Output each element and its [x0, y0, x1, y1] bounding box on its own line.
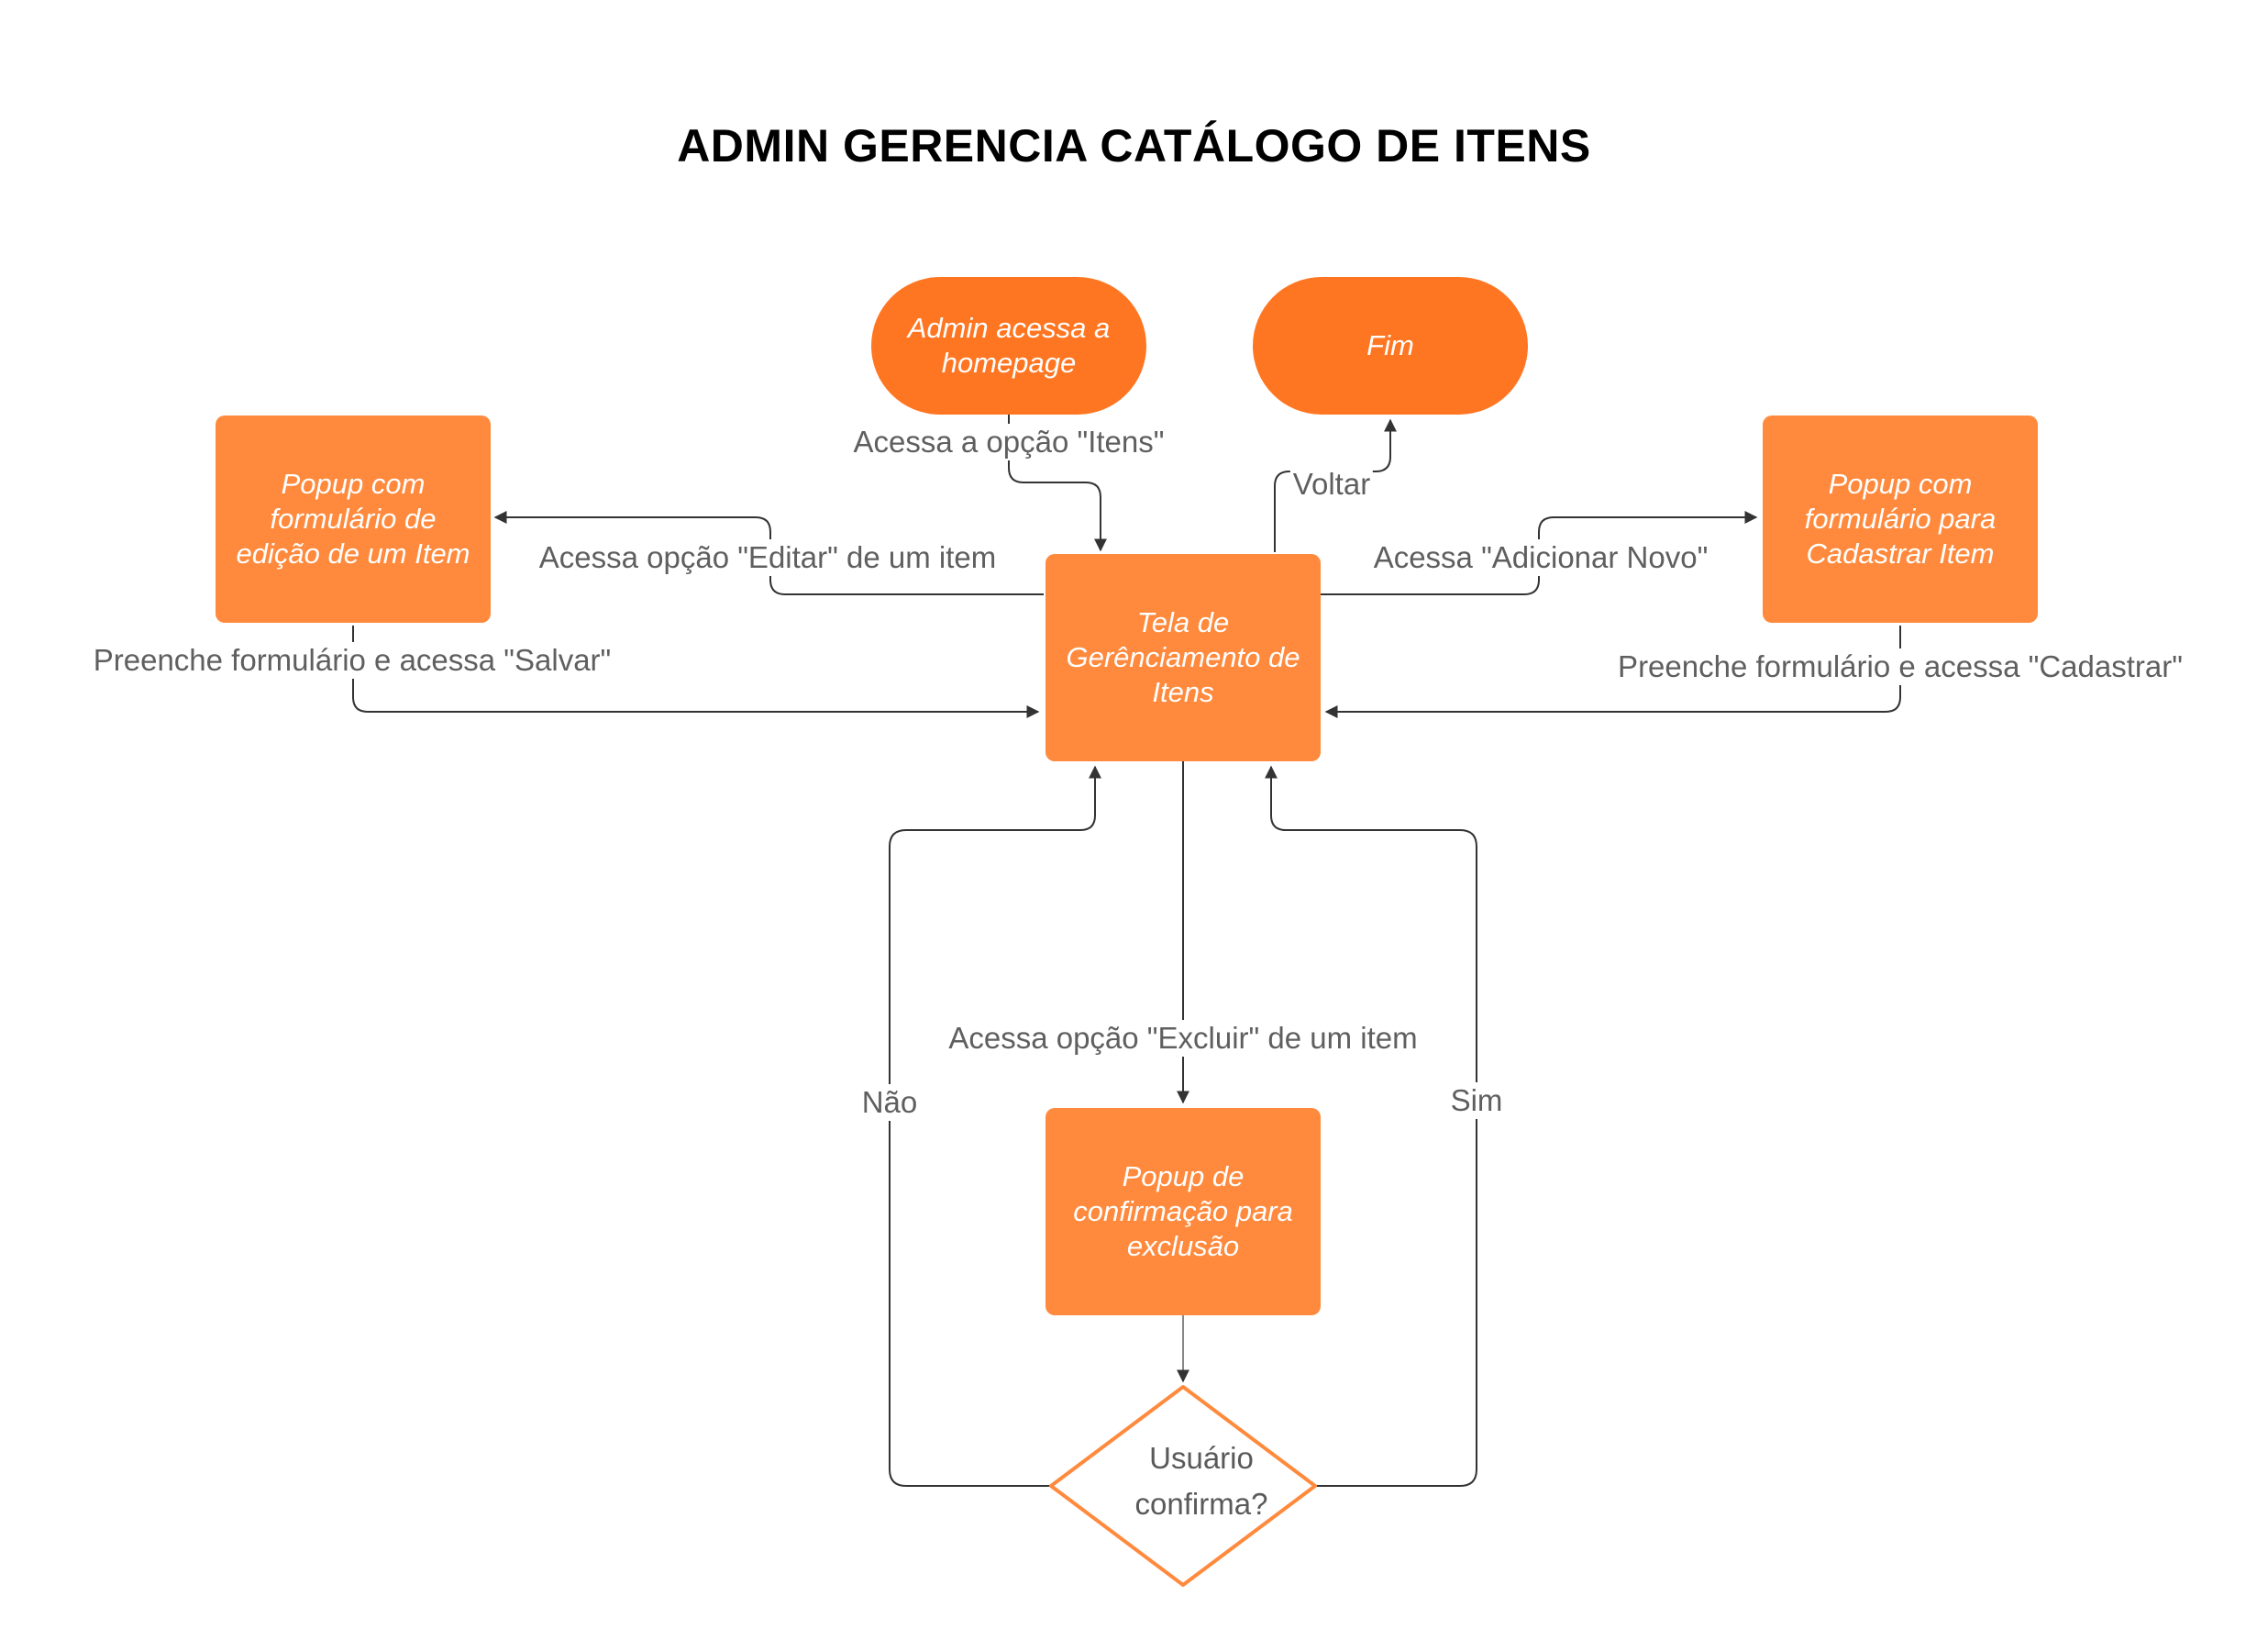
- end-node-label: Fim: [1366, 329, 1414, 361]
- manage-screen-node: Tela de Gerênciamento de Itens: [1045, 554, 1321, 761]
- edge-label-yes: Sim: [1447, 1082, 1506, 1119]
- manage-screen-label: Tela de Gerênciamento de Itens: [1066, 606, 1300, 708]
- confirm-popup-node: Popup de confirmação para exclusão: [1045, 1108, 1321, 1315]
- edge-start-to-manage: [1008, 415, 1107, 552]
- edge-decision-yes-to-manage: [1265, 765, 1477, 1487]
- edge-label-edit-option: Acessa opção "Editar" de um item: [536, 539, 1000, 576]
- add-popup-node: Popup com formulário para Cadastrar Item: [1763, 416, 2038, 623]
- edge-label-access-items: Acessa a opção "Itens": [850, 424, 1167, 460]
- edge-label-save-form: Preenche formulário e acessa "Salvar": [90, 642, 614, 679]
- edge-label-delete-option: Acessa opção "Excluir" de um item: [946, 1020, 1421, 1057]
- start-node-label: Admin acessa a homepage: [907, 312, 1111, 379]
- edge-label-add-new: Acessa "Adicionar Novo": [1370, 539, 1711, 576]
- decision-diamond: [1049, 1385, 1317, 1587]
- end-node: Fim: [1253, 277, 1528, 415]
- edge-label-register-form: Preenche formulário e acessa "Cadastrar": [1615, 648, 2185, 685]
- edge-label-no: Não: [858, 1084, 921, 1121]
- edge-edit-popup-to-manage: [352, 626, 1040, 718]
- edge-add-popup-to-manage: [1324, 626, 1901, 718]
- start-node: Admin acessa a homepage: [871, 277, 1146, 415]
- decision-label: Usuário confirma?: [1134, 1441, 1268, 1521]
- edit-popup-node: Popup com formulário de edição de um Ite…: [216, 416, 491, 623]
- confirm-popup-label: Popup de confirmação para exclusão: [1073, 1160, 1293, 1262]
- diagram-title: ADMIN GERENCIA CATÁLOGO DE ITENS: [677, 120, 1591, 172]
- edge-decision-no-to-manage: [889, 765, 1101, 1487]
- add-popup-label: Popup com formulário para Cadastrar Item: [1804, 468, 1997, 570]
- edge-label-back: Voltar: [1289, 466, 1374, 503]
- edit-popup-label: Popup com formulário de edição de um Ite…: [236, 468, 470, 570]
